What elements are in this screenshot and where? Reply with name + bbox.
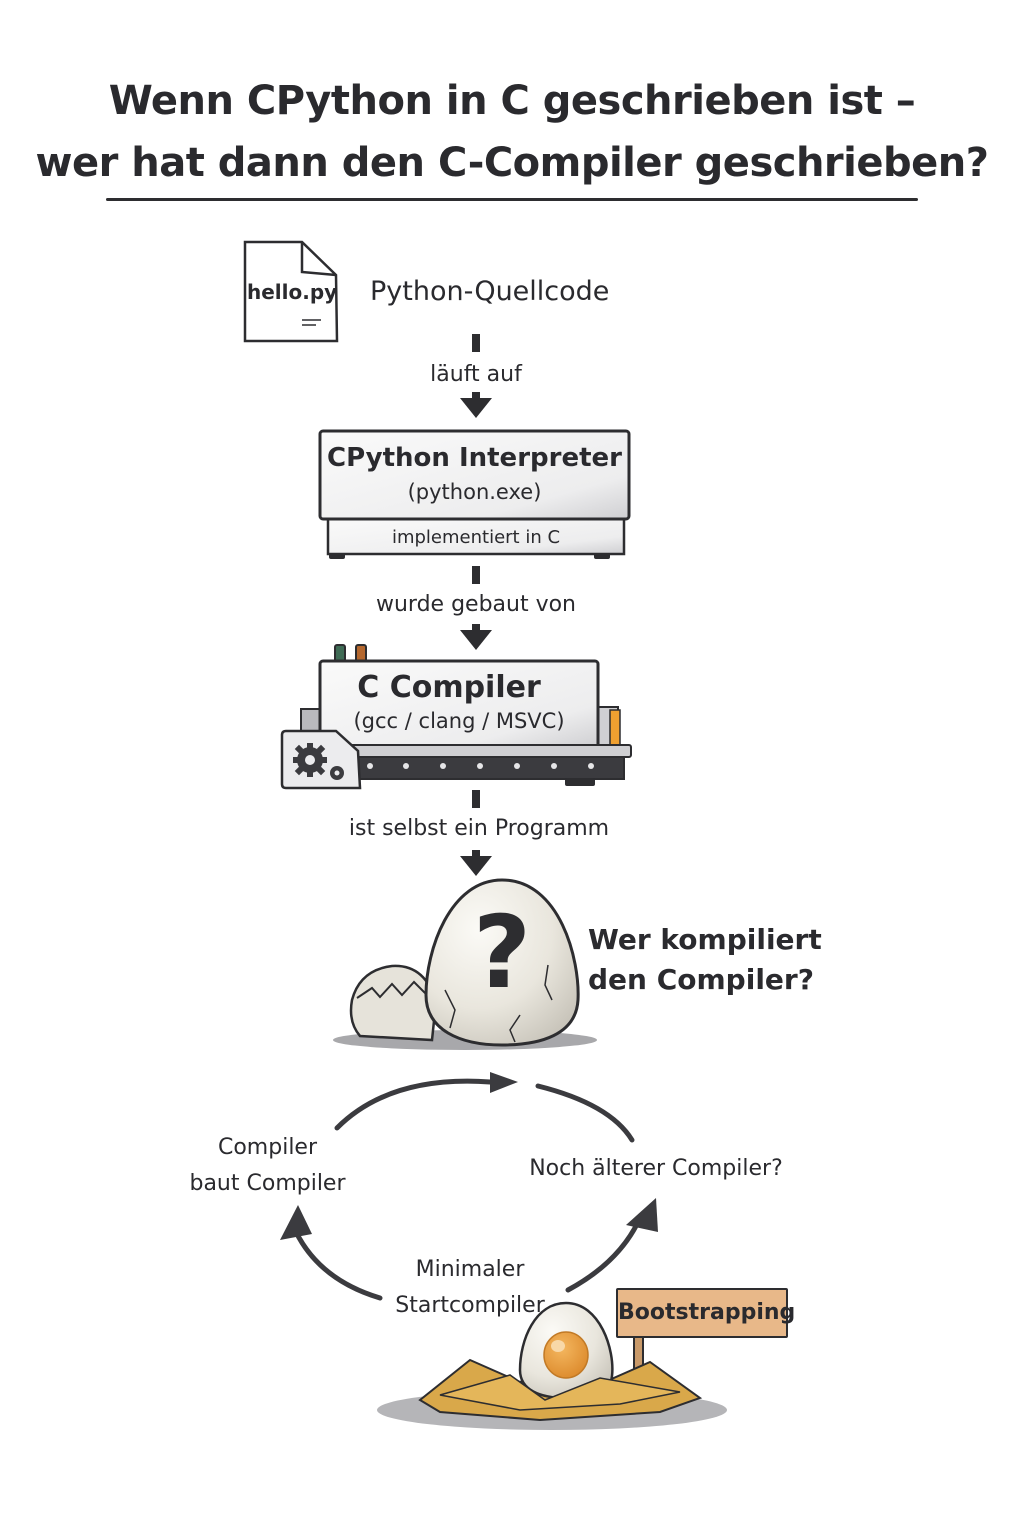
arrow-label-is-program: ist selbst ein Programm	[348, 816, 610, 841]
interpreter-base-label: implementiert in C	[391, 527, 561, 548]
question-line-1: Wer kompiliert	[588, 923, 822, 956]
compiler-subtitle: (gcc / clang / MSVC)	[353, 709, 565, 733]
question-line-2: den Compiler?	[588, 963, 814, 996]
gears-icon	[293, 743, 344, 780]
bootstrapping-sign: Bootstrapping	[616, 1288, 795, 1338]
cycle-left-line-1: Compiler	[217, 1135, 318, 1160]
cycle-bottom-line-1: Minimaler	[415, 1257, 525, 1282]
question-text: Wer kompiliert den Compiler?	[588, 920, 822, 1000]
title-divider	[106, 198, 918, 201]
compiler-title: C Compiler	[357, 670, 541, 705]
arrow-built-by	[460, 566, 492, 650]
cycle-right-label: Noch älterer Compiler?	[529, 1156, 783, 1181]
cycle-left-line-2: baut Compiler	[189, 1171, 346, 1196]
interpreter-subtitle: (python.exe)	[407, 480, 542, 504]
file-icon	[243, 240, 339, 343]
source-label: Python-Quellcode	[370, 276, 610, 307]
interpreter-box	[318, 429, 631, 559]
arrow-label-built-by: wurde gebaut von	[375, 592, 577, 617]
title-line-1: Wenn CPython in C geschrieben ist –	[108, 78, 916, 124]
cycle-bottom-label: Minimaler Startcompiler	[380, 1252, 560, 1324]
cycle-arrowheads	[280, 1072, 658, 1240]
question-egg	[333, 878, 597, 1050]
cycle-arrows	[293, 1078, 643, 1301]
title-line-2: wer hat dann den C-Compiler geschrieben?	[35, 140, 989, 186]
arrow-is-program	[460, 790, 492, 876]
cycle-bottom-line-2: Startcompiler	[395, 1293, 545, 1318]
nest-egg	[377, 1301, 727, 1430]
arrow-label-runs-on: läuft auf	[430, 362, 522, 387]
cycle-left-label: Compiler baut Compiler	[170, 1130, 365, 1202]
source-filename: hello.py	[247, 280, 338, 304]
question-mark-icon: ?	[472, 894, 531, 1011]
arrow-runs-on	[460, 334, 492, 418]
compiler-machine	[280, 644, 632, 790]
interpreter-title: CPython Interpreter	[327, 443, 622, 473]
